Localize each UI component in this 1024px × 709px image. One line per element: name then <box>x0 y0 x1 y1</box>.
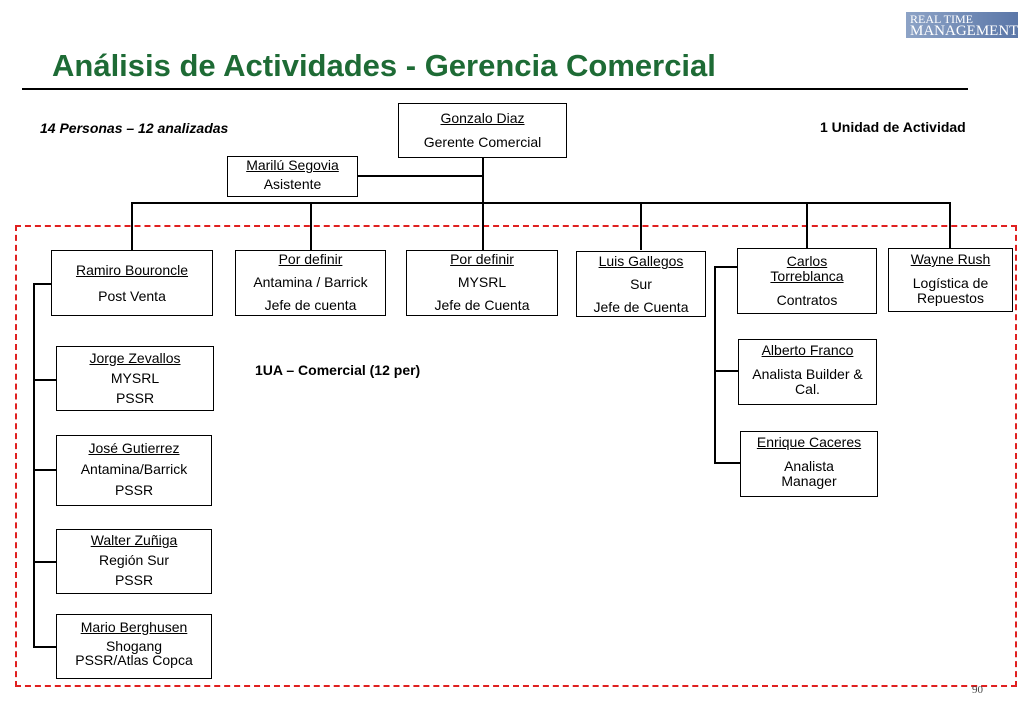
org-node-staff[interactable]: Alberto Franco Analista Builder & Cal. <box>738 339 877 405</box>
org-node-head[interactable]: Gonzalo Diaz Gerente Comercial <box>398 103 567 158</box>
org-node-manager[interactable]: Por definir MYSRL Jefe de Cuenta <box>406 250 558 316</box>
unidad-note: 1 Unidad de Actividad <box>820 119 966 135</box>
page-title: Análisis de Actividades - Gerencia Comer… <box>52 48 716 83</box>
org-node-staff[interactable]: Enrique Caceres Analista Manager <box>740 431 878 497</box>
company-logo: REAL TIME MANAGEMENT <box>906 12 1018 38</box>
personas-note: 14 Personas – 12 analizadas <box>40 120 229 136</box>
org-node-manager[interactable]: Luis Gallegos Sur Jefe de Cuenta <box>576 251 706 317</box>
org-node-staff[interactable]: Walter Zuñiga Región Sur PSSR <box>56 529 212 594</box>
ua-note: 1UA – Comercial (12 per) <box>255 362 421 378</box>
org-node-staff[interactable]: José Gutierrez Antamina/Barrick PSSR <box>56 435 212 506</box>
page-number: 90 <box>972 684 983 696</box>
org-node-assistant[interactable]: Marilú Segovia Asistente <box>227 156 358 197</box>
activity-unit-region <box>15 225 1017 687</box>
title-divider <box>22 88 968 90</box>
org-node-staff[interactable]: Mario Berghusen Shogang PSSR/Atlas Copca <box>56 614 212 679</box>
org-node-staff[interactable]: Jorge Zevallos MYSRL PSSR <box>56 346 214 411</box>
org-node-manager[interactable]: Carlos Torreblanca Contratos <box>737 248 877 314</box>
org-node-manager[interactable]: Ramiro Bouroncle Post Venta <box>51 250 213 316</box>
org-node-manager[interactable]: Wayne Rush Logística de Repuestos <box>888 248 1013 312</box>
org-node-manager[interactable]: Por definir Antamina / Barrick Jefe de c… <box>235 250 386 316</box>
